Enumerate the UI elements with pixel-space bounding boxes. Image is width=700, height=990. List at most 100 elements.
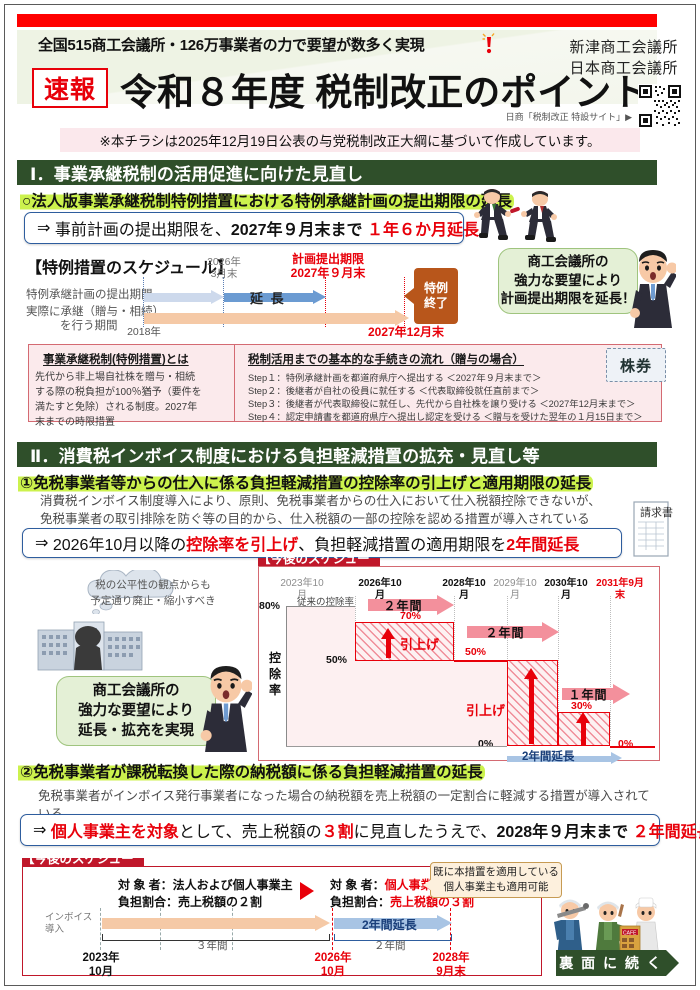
chart-period-arrow-3: １年間	[562, 684, 630, 704]
bubble2-line2: 強力な要望により	[78, 703, 194, 719]
bottom-span-3years: ３年間	[196, 940, 228, 952]
timeline-row2-label-a: 実際に承継（贈与・相続）	[26, 306, 164, 318]
chart-ytick-80: 80%	[259, 600, 281, 612]
timeline-date-2027dec: 2027年12月末	[367, 325, 445, 339]
chart-ytick-50: 50%	[326, 654, 348, 666]
timeline-extension-label: 延 長	[250, 291, 286, 306]
chart-ylabel: 控除率	[268, 651, 281, 698]
bottom-brace-2years	[334, 934, 452, 941]
chart-label-70: 70%	[400, 610, 422, 622]
chart-uparrow-2029	[523, 668, 539, 744]
timeline-date-2018: 2018年	[127, 326, 161, 338]
callout2-p2: 、負担軽減措置の適用期限を	[298, 537, 507, 554]
callout2-p1: 2026年10月以降の	[52, 537, 187, 554]
qr-code[interactable]	[638, 84, 682, 128]
bubble2-line3: 延長・拡充を実現	[78, 723, 194, 739]
chart-xtick-4: 2030年10月	[544, 578, 588, 601]
timeline-row2-label-b: を行う期間	[60, 320, 118, 332]
org-name-national: 日本商工会議所	[569, 60, 678, 77]
section1-info-box	[28, 344, 662, 422]
chart-step-raised-70	[355, 622, 454, 661]
chart-gridline-2028	[454, 596, 455, 711]
timeline-date-2026: 2026年 3月末	[207, 256, 241, 281]
step-1: Step１：特例承継計画を都道府県庁へ提出する ＜2027年９月末まで＞	[248, 373, 542, 383]
tooltip-line2: 個人事業主も適用可能	[443, 881, 549, 893]
chart-xtick-0: 2023年10月	[280, 578, 324, 601]
section1-achievement-bubble: 商工会議所の 強力な要望により 計画提出期限を延長！	[498, 248, 638, 314]
section2-achievement-bubble: 商工会議所の 強力な要望により 延長・拡充を実現	[56, 676, 216, 746]
bubble1-line1: 商工会議所の	[527, 254, 609, 270]
cheering-man-illustration-2	[200, 666, 252, 752]
callout-red: １年６か月延長	[366, 222, 479, 239]
end-box-line1: 特例	[423, 281, 448, 295]
bottom-left-rate: 負担割合：売上税額の２割	[118, 895, 263, 909]
callout3-p1: として、売上税額の	[178, 824, 322, 841]
callout2-red1: 控除率を引上げ	[186, 537, 299, 554]
svg-text:請求書: 請求書	[640, 505, 673, 519]
section2-item1-subheading: ①免税事業者等からの仕入に係る負担軽減措置の控除率の引上げと適用期限の延長	[18, 475, 594, 492]
callout2-arrow: ⇒	[35, 535, 49, 552]
header-green-band	[17, 30, 657, 104]
chart-gridline-2031	[610, 596, 611, 741]
bubble1-line3: 計画提出期限を延長！	[500, 291, 636, 307]
info-right-title: 税制活用までの基本的な手続きの流れ（贈与の場合）	[248, 354, 524, 366]
bottom-extension-label: 2年間延長	[362, 918, 417, 932]
bottom-brace-3years	[102, 934, 330, 941]
bottom-marker-mid1	[160, 908, 161, 950]
info-left-title: 事業承継税制(特例措置)とは	[43, 354, 189, 366]
bottom-date-2028: 2028年 9月末	[432, 952, 470, 978]
bottom-invoice-start-label: インボイス 導入	[45, 912, 93, 935]
info-left-body: 先代から非上場自社株を贈与・相続する際の税負担が100％猶予（要件を満たすと免除…	[35, 372, 202, 428]
cloud-line1: 税の公平性の観点からも	[95, 579, 211, 591]
plan-deadline-line2: 2027年９月末	[290, 266, 366, 281]
step-2: Step２：後継者が自社の役員に就任する ＜代表取締役就任直前まで＞	[248, 386, 540, 396]
chart-period-arrow-2: ２年間	[467, 622, 559, 642]
plan-deadline-label: 計画提出期限 2027年９月末	[268, 252, 388, 281]
ministry-building-illustration	[37, 621, 143, 671]
chart-uparrow-2026	[380, 628, 396, 658]
bottom-arrow-current	[102, 915, 330, 932]
bottom-marker-mid2	[232, 908, 233, 950]
section1-banner: Ⅰ．事業承継税制の活用促進に向けた見直し	[17, 160, 657, 185]
small-business-owners-illustration: CAFE	[554, 897, 660, 958]
top-red-bar	[17, 14, 657, 27]
org-name-local: 新津商工会議所	[569, 39, 678, 56]
chart-line-0	[610, 746, 655, 748]
chart-xtick-5: 2031年9月末	[596, 578, 644, 601]
invoice-document-icon: 請求書	[633, 501, 673, 557]
callout2-red2: 2年間延長	[506, 537, 580, 554]
svg-text:CAFE: CAFE	[623, 931, 637, 937]
bubble2-line1: 商工会議所の	[92, 683, 180, 699]
callout3-red3: ２年間延長	[632, 824, 700, 841]
cloud-line2: 予定通り廃止・縮小すべき	[90, 594, 216, 607]
chart-ytick-0: 0%	[478, 738, 494, 750]
chart-xtick-3: 2029年10月	[493, 578, 537, 601]
bottom-date-2023: 2023年 10月	[82, 952, 120, 978]
bottom-transition-arrow-icon	[300, 882, 314, 900]
chart-extension-arrow	[507, 752, 622, 765]
bottom-left-target: 対 象 者：法人および個人事業主	[118, 878, 293, 892]
timeline-marker-2027dec	[404, 277, 405, 332]
section1-schedule-title: 【特例措置のスケジュール】	[26, 260, 233, 277]
plan-deadline-line1: 計画提出期限	[291, 252, 364, 266]
timeline-arrow-succession	[144, 310, 409, 327]
exclamation-icon	[481, 31, 497, 61]
chart-uparrow-2030	[575, 712, 591, 745]
bubble1-line2: 強力な要望により	[514, 272, 622, 288]
callout-text: 事前計画の提出期限を、	[54, 222, 231, 239]
special-measure-end-box: 特例 終了	[404, 268, 458, 324]
section2-item2-subheading: ②免税事業者が課税転換した際の納税額に係る負担軽減措置の延長	[18, 764, 485, 781]
bottom-date-2026: 2026年 10月	[314, 952, 352, 978]
callout3-b1: 2028年９月末まで	[496, 824, 629, 841]
callout3-red2: ３割	[321, 824, 354, 841]
section2-item1-description: 消費税インボイス制度導入により、原則、免税事業者からの仕入において仕入税額控除で…	[40, 494, 601, 527]
section1-subheading: ○法人版事業承継税制特例措置における特例承継計画の提出期限の延長	[20, 193, 514, 210]
continue-back-button[interactable]: 裏 面 に 続 く	[556, 950, 679, 976]
bottom-tooltip: 既に本措置を適用している 個人事業主も適用可能	[423, 862, 562, 898]
timeline-arrow-original	[144, 290, 224, 305]
step-4: Step４：認定申請書を都道府県庁へ提出し認定を受ける ＜贈与を受けた翌年の１月…	[248, 412, 643, 422]
bottom-marker-2023	[100, 908, 101, 950]
chart-gridline-2030	[558, 596, 559, 741]
